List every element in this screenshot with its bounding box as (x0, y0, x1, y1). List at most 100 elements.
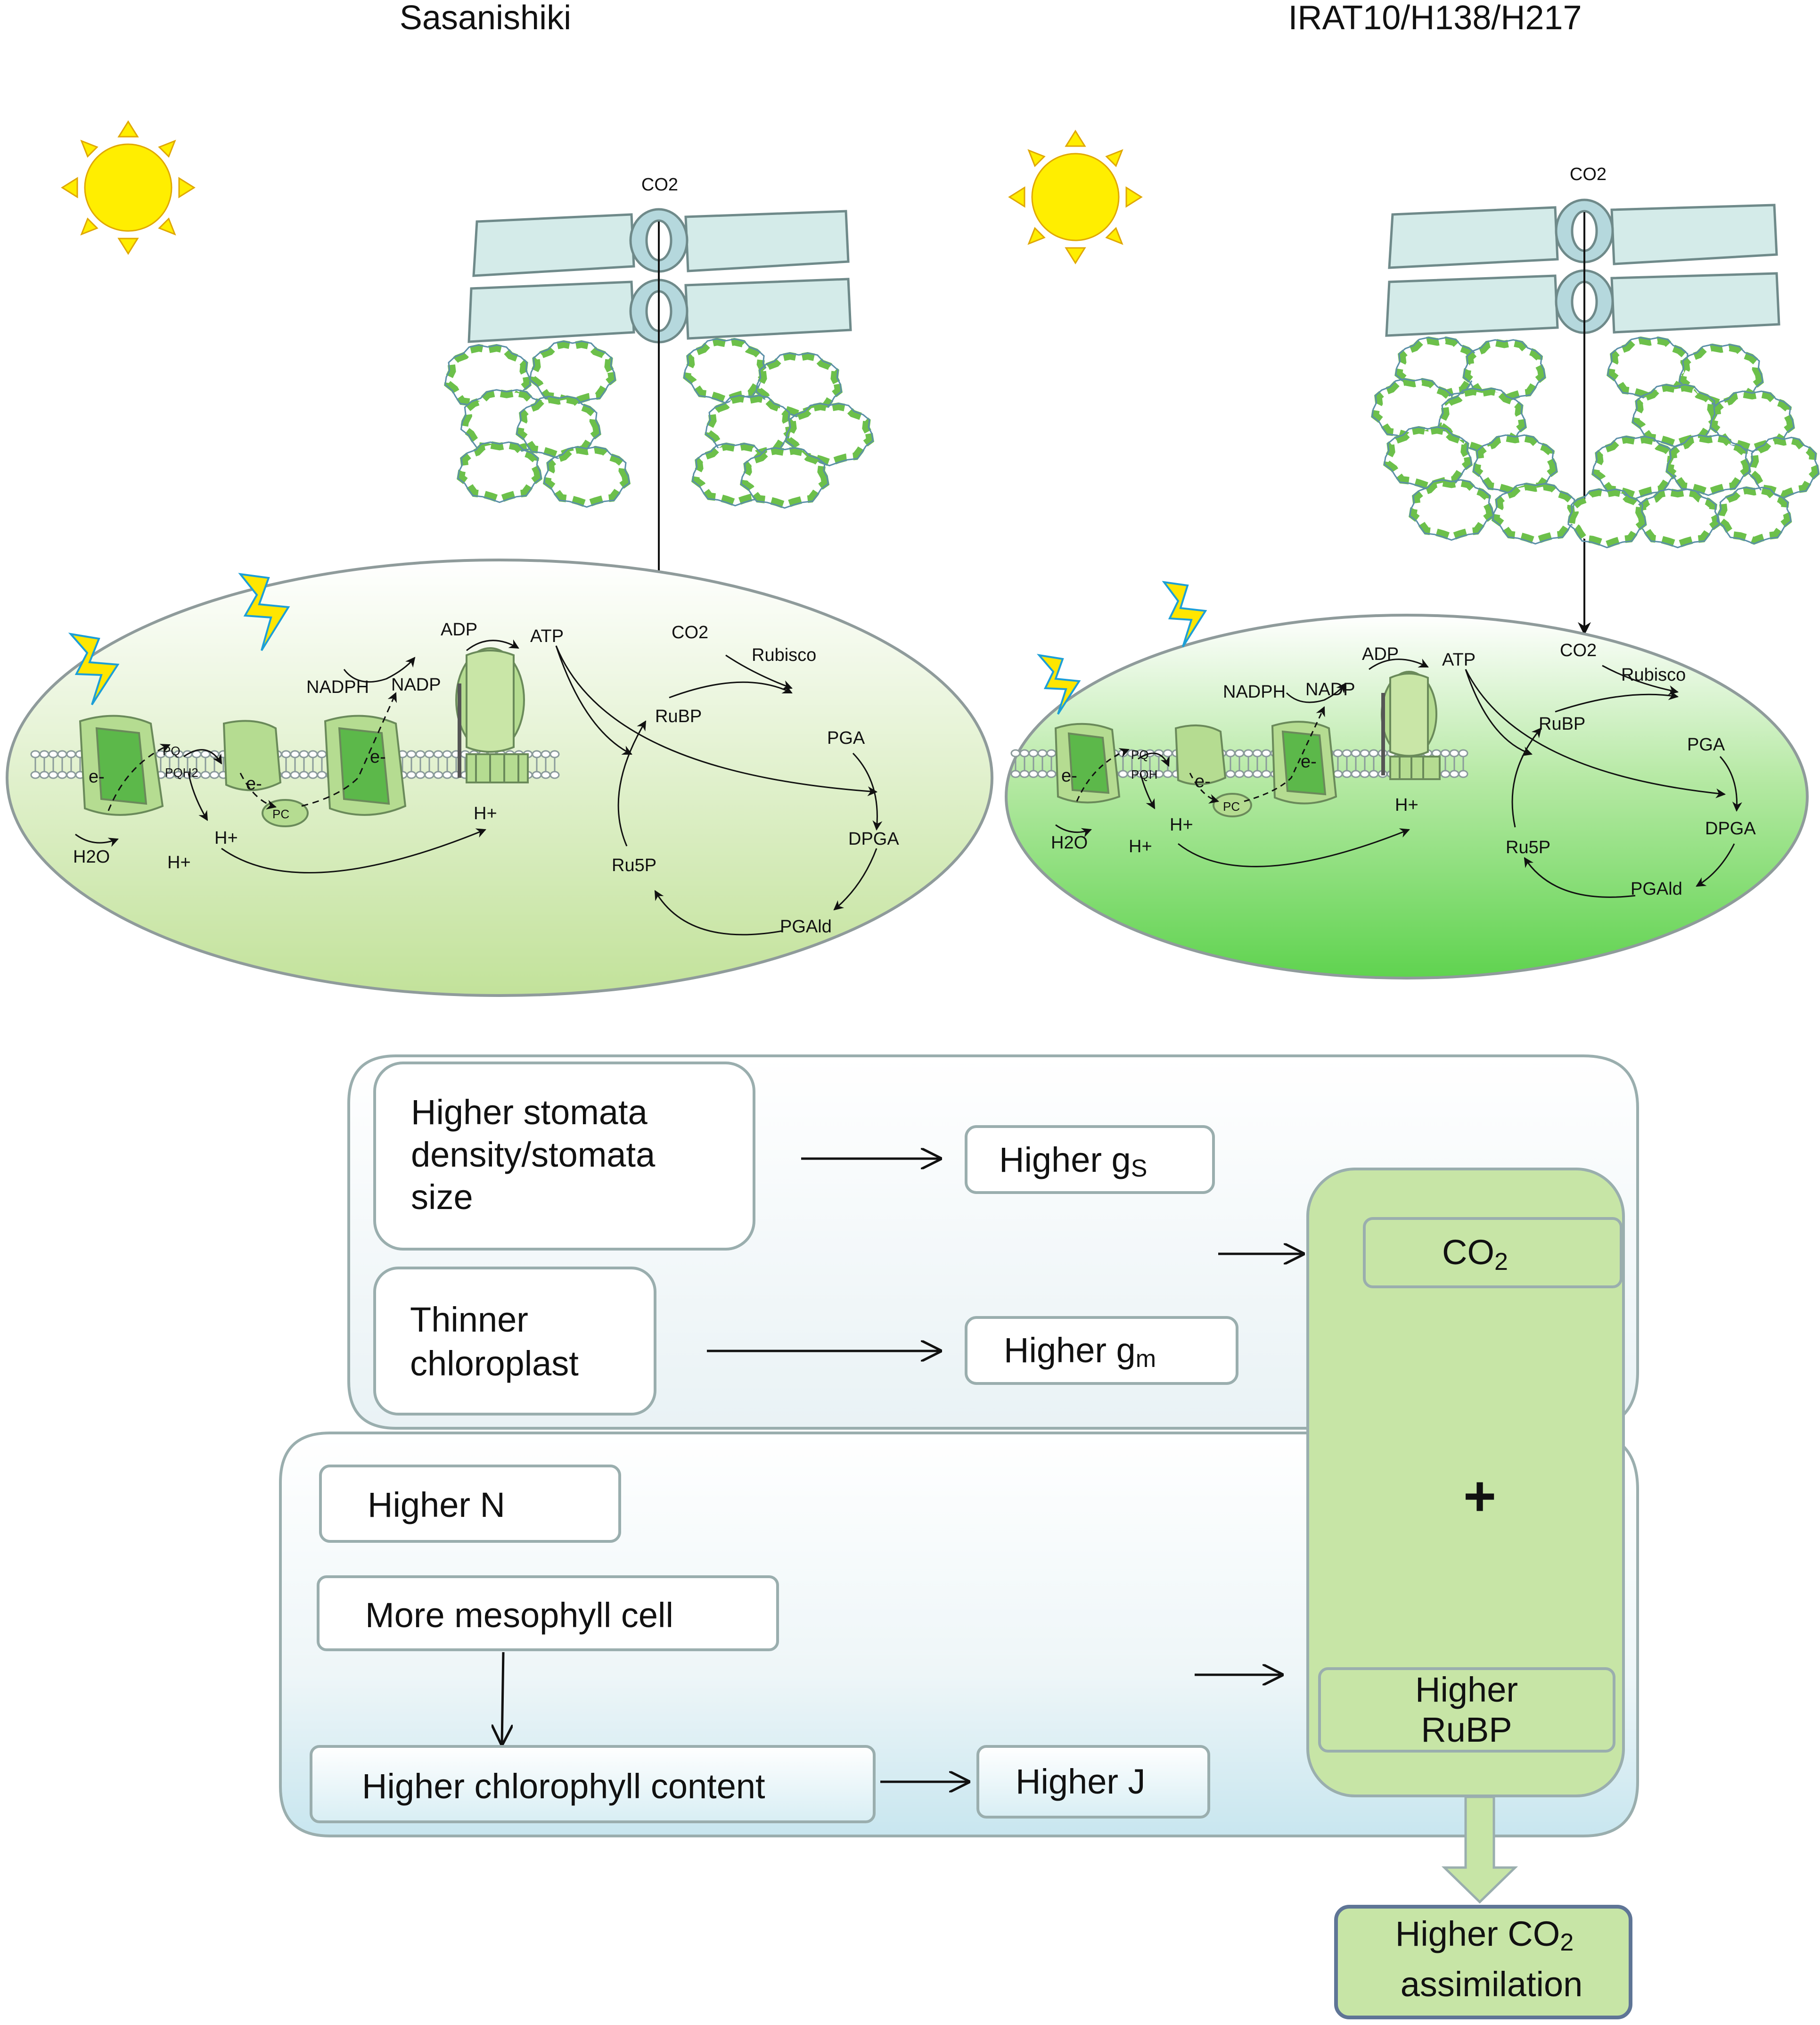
result-box (1334, 1905, 1632, 2019)
mesophyll-cell (1383, 426, 1473, 490)
arrow-to-result (1441, 1795, 1518, 1904)
lipid-head (66, 750, 76, 758)
mesophyll-cell (683, 338, 769, 404)
chlorophyll-text: Higher chlorophyll content (362, 1767, 765, 1806)
pc-label: PC (272, 807, 289, 821)
co2-top-label: CO2 (1570, 165, 1607, 184)
mesophyll-cell (1591, 435, 1680, 500)
electron-label-3: e- (1301, 752, 1317, 772)
mesophyll-cell (755, 352, 843, 419)
pq-label: PQ (1131, 748, 1149, 762)
mesophyll-cell (1678, 343, 1764, 408)
atp-label: ATP (1442, 650, 1476, 670)
sun-icon (61, 120, 196, 255)
lipid-head (1449, 770, 1459, 778)
lipid-head (1118, 770, 1128, 778)
epidermis-layer (467, 210, 852, 343)
mesophyll-cell (784, 402, 875, 467)
lipid-head (1431, 749, 1442, 757)
lipid-head (1225, 770, 1236, 778)
lipid-head (1234, 770, 1245, 778)
mesophyll-cell-wall (1463, 339, 1546, 403)
lipid-head (39, 771, 49, 779)
atp-label: ATP (530, 626, 564, 646)
gs-box (965, 1125, 1215, 1194)
chloroplast-text-line1: Thinner (410, 1300, 528, 1339)
lipid-head (1449, 749, 1459, 757)
chlorophyll-box (310, 1745, 876, 1823)
mesophyll-cell (1631, 383, 1720, 448)
mesophyll-cell-wall (1567, 488, 1647, 549)
mesophyll-cell-wall (543, 446, 631, 508)
result-text-line1: Higher CO2 (1395, 1914, 1574, 1956)
lipid-head (442, 750, 452, 758)
ru5p-label: Ru5P (1506, 838, 1550, 857)
lipid-head (1046, 770, 1057, 778)
lipid-head (1351, 770, 1361, 778)
electron-label-2: e- (1195, 772, 1211, 791)
lipid-head (30, 771, 41, 779)
higher-n-box (319, 1465, 621, 1543)
mesophyll-cell (1462, 338, 1546, 403)
lipid-head (1440, 749, 1451, 757)
mesophyll-cell-wall (460, 389, 553, 457)
lightning-icon (1036, 581, 1207, 715)
h-plus-label-3: H+ (1395, 795, 1418, 815)
lipid-head (1440, 770, 1451, 778)
mesophyll-cell (1716, 486, 1792, 545)
mesophyll-cell (1607, 336, 1692, 401)
mesophyll-cell (1409, 478, 1494, 541)
mesophyll-cells (1371, 336, 1820, 549)
electron-label-2: e- (246, 774, 262, 794)
co2-text: CO2 (1442, 1233, 1508, 1276)
rubisco-label: Rubisco (1621, 665, 1686, 685)
lipid-head (1360, 749, 1370, 757)
stomata-text-line3: size (411, 1177, 473, 1217)
stomata-text-line1: Higher stomata (411, 1093, 648, 1132)
panel-right-title: IRAT10/H138/H217 (1288, 0, 1582, 37)
pga-label: PGA (1687, 735, 1725, 755)
adp-label: ADP (441, 620, 477, 640)
mesophyll-cell (1747, 436, 1820, 499)
lipid-head (415, 771, 426, 779)
chloroplast-right (1005, 614, 1809, 980)
mesophyll-cell-wall (1409, 479, 1494, 541)
co2-top-label: CO2 (641, 175, 678, 195)
lipid-head (48, 750, 58, 758)
lipid-head (442, 771, 452, 779)
atp-synthase (1381, 671, 1441, 780)
photosystem-complexes (79, 647, 529, 827)
lipid-head (1019, 749, 1030, 757)
mesophyll-box (317, 1575, 779, 1651)
mesophyll-cell (1709, 390, 1795, 453)
lipid-head (308, 750, 318, 758)
lipid-head (39, 750, 49, 758)
lipid-head (48, 771, 58, 779)
higher-n-text: Higher N (368, 1485, 505, 1524)
stomata-box (373, 1062, 755, 1251)
lipid-head (532, 771, 542, 779)
lipid-head (66, 771, 76, 779)
h-plus-label-2: H+ (1170, 815, 1193, 835)
lipid-head (541, 771, 551, 779)
lipid-head (200, 771, 211, 779)
lipid-head (308, 771, 318, 779)
h2o-label: H2O (1051, 833, 1088, 853)
mesophyll-cell-wall (1591, 436, 1679, 500)
h2o-label: H2O (73, 847, 110, 867)
lipid-head (209, 771, 220, 779)
rubp-label: RuBP (1539, 714, 1585, 734)
lipid-head (406, 750, 417, 758)
mesophyll-cell (1472, 434, 1558, 496)
stomata-text-line2: density/stomata (411, 1135, 656, 1174)
higher-j-box (976, 1745, 1210, 1819)
pc-label: PC (1223, 799, 1240, 814)
lipid-head (281, 750, 291, 758)
lipid-head (1342, 749, 1352, 757)
lipid-head (1037, 770, 1048, 778)
co2-box (1363, 1217, 1623, 1288)
lipid-head (1028, 770, 1039, 778)
lipid-head (57, 771, 67, 779)
nadph-label: NADPH (306, 677, 369, 697)
